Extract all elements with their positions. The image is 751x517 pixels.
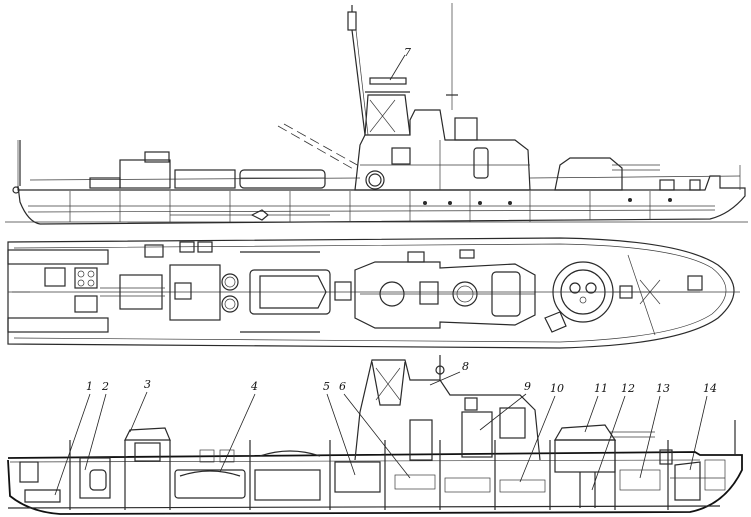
- callout-3: 3: [144, 378, 151, 391]
- callout-11: 11: [594, 382, 608, 395]
- callout-7: 7: [404, 46, 411, 59]
- callout-10: 10: [550, 382, 564, 395]
- longitudinal-section: [7, 355, 743, 515]
- section-hull: [7, 451, 743, 515]
- callout-14: 14: [703, 382, 717, 395]
- leader-lines: [54, 371, 708, 496]
- deck-plan: [7, 237, 740, 349]
- callout-2: 2: [101, 380, 109, 393]
- callout-13: 13: [656, 382, 670, 395]
- callout-5: 5: [323, 380, 330, 393]
- fwd-gun-turret: [554, 157, 623, 191]
- callout-12: 12: [621, 382, 635, 395]
- callout-4: 4: [250, 380, 258, 393]
- superstructure: [354, 109, 531, 191]
- plan-superstructure: [354, 261, 536, 329]
- plan-outline: [7, 237, 735, 349]
- side-hull: [17, 175, 746, 225]
- callout-6: 6: [339, 380, 346, 393]
- callout-labels: 7 1 2 3 4 5 6 8 9 10 11 12 13 14: [86, 46, 717, 395]
- section-fwd-turret: [553, 424, 617, 441]
- side-elevation: [5, 3, 748, 225]
- callout-9: 9: [524, 380, 531, 393]
- section-superstructure: [354, 359, 541, 461]
- callout-1: 1: [86, 380, 93, 393]
- callout-8: 8: [462, 360, 469, 373]
